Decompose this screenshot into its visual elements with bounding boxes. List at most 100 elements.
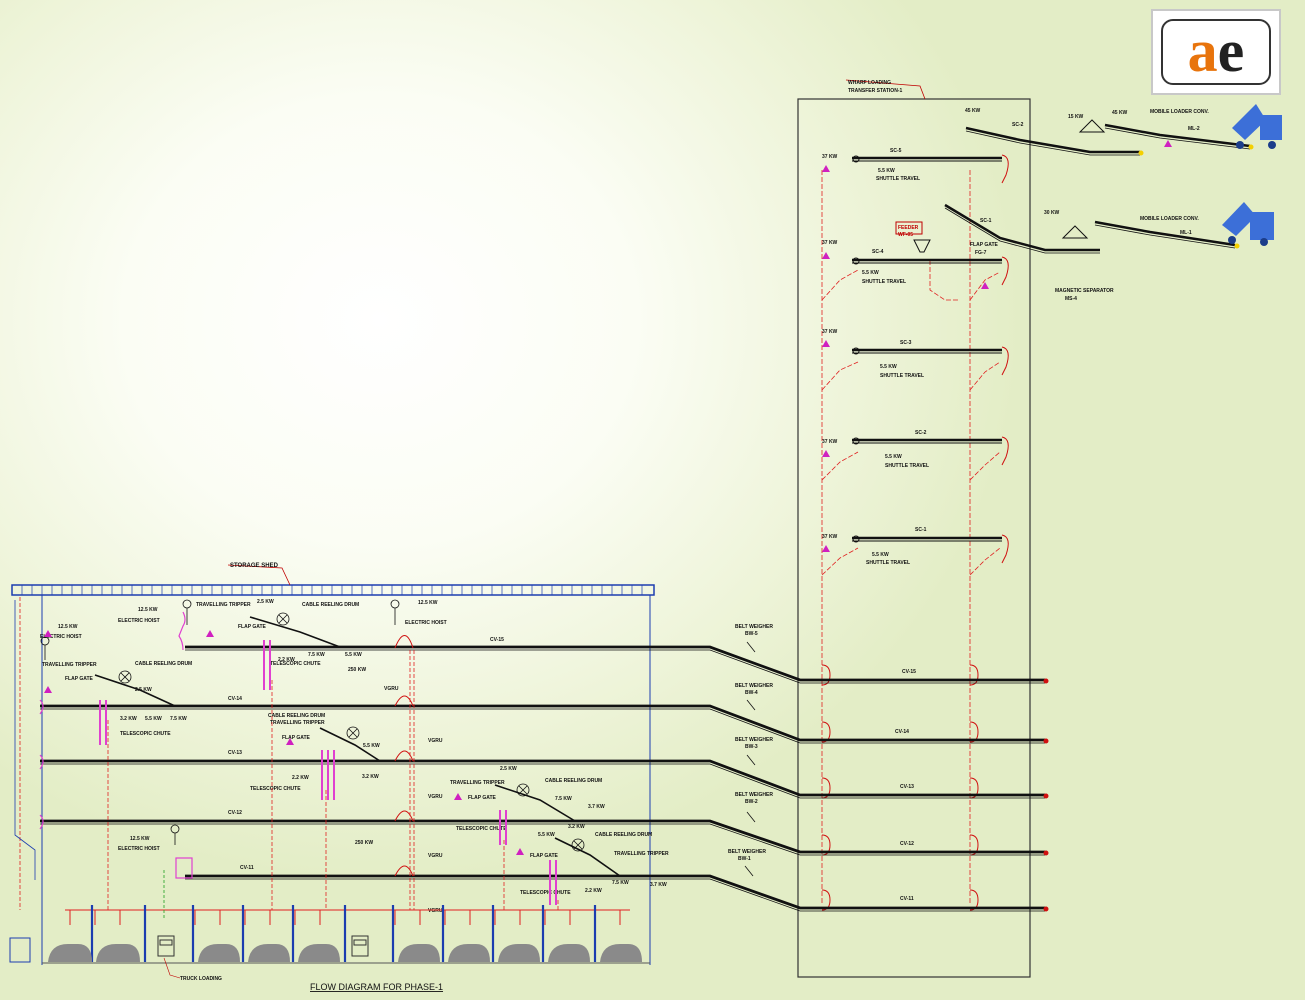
logo-letter-a: a [1187, 18, 1218, 84]
wharf-sc-upper: SC-2 [1012, 122, 1024, 128]
kw-label: 2.5 KW [135, 687, 152, 693]
wharf-kw-d: 30 KW [1044, 210, 1060, 216]
shuttle-conveyor: SC-1 5.5 KW SHUTTLE TRAVEL 37 KW [822, 527, 1009, 566]
cable-drum-label: CABLE REELING DRUM [545, 778, 602, 784]
truck-icon [157, 935, 175, 957]
truck-icon [1222, 202, 1274, 246]
vgru-label: VGRU [428, 908, 443, 914]
flap-gate-label: FLAP GATE [530, 853, 559, 859]
electric-hoist-label: ELECTRIC HOIST [40, 634, 82, 640]
tripper-label: TRAVELLING TRIPPER [196, 602, 251, 608]
kw-label: 5.5 KW [363, 743, 380, 749]
electric-hoist-label: ELECTRIC HOIST [118, 618, 160, 624]
flap-gate-label: FLAP GATE [282, 735, 311, 741]
sc-label: SC-2 [915, 430, 927, 436]
kw-label: 7.5 KW [555, 796, 572, 802]
kw-label: 3.2 KW [362, 774, 379, 780]
feeder-label: FEEDER [898, 225, 919, 231]
storage-shed: STORAGE SHED [11, 563, 655, 965]
flap-gate-id: FG-7 [975, 250, 987, 256]
telescopic-chute-label: TELESCOPIC CHUTE [270, 661, 321, 667]
company-logo: ae [1151, 9, 1281, 95]
kw-label: 250 KW [348, 667, 366, 673]
sc-travel: SHUTTLE TRAVEL [876, 176, 920, 182]
tripper-label: TRAVELLING TRIPPER [614, 851, 669, 857]
kw-label: 2.2 KW [585, 888, 602, 894]
conveyor-cv13: CV-13 CV-13 BELT WEIGHER BW-3 [40, 737, 1049, 799]
tripper-label: TRAVELLING TRIPPER [450, 780, 505, 786]
cable-drum-label: CABLE REELING DRUM [135, 661, 192, 667]
control-room [9, 937, 31, 963]
shuttle-conveyor: SC-2 5.5 KW SHUTTLE TRAVEL 37 KW [822, 430, 1009, 469]
vgru-label: VGRU [428, 794, 443, 800]
conveyor-label: CV-14 [228, 696, 242, 702]
kw-label: 7.5 KW [170, 716, 187, 722]
conveyor-label-wharf: CV-15 [902, 669, 916, 675]
sc-power: 5.5 KW [880, 364, 897, 370]
flap-gate-label: FLAP GATE [238, 624, 267, 630]
cable-drum-label: CABLE REELING DRUM [302, 602, 359, 608]
storage-shed-label: STORAGE SHED [230, 563, 279, 569]
tripper-label: TRAVELLING TRIPPER [270, 720, 325, 726]
sc-power: 5.5 KW [885, 454, 902, 460]
wharf-sc-lower: SC-1 [980, 218, 992, 224]
belt-weigher-label: BELT WEIGHER [735, 624, 773, 630]
shuttle-conveyor: SC-3 5.5 KW SHUTTLE TRAVEL 37 KW [822, 329, 1009, 379]
belt-weigher-label: BELT WEIGHER [735, 683, 773, 689]
kw-label: 12.5 KW [58, 624, 78, 630]
tripper-group [94, 616, 621, 877]
sc-power: 5.5 KW [862, 270, 879, 276]
belt-weigher-id: BW-3 [745, 744, 758, 750]
kw-label: 12.5 KW [130, 836, 150, 842]
feeder-id: WF-05 [898, 232, 913, 238]
kw-label: 5.5 KW [345, 652, 362, 658]
hoist-icon [40, 599, 400, 845]
sc-travel: SHUTTLE TRAVEL [862, 279, 906, 285]
telescopic-chute-label: TELESCOPIC CHUTE [456, 826, 507, 832]
logo-letter-e: e [1217, 18, 1245, 84]
discharge-loop-icon [394, 635, 414, 877]
discharge-arrows [69, 910, 621, 925]
sc-travel: SHUTTLE TRAVEL [880, 373, 924, 379]
shuttle-conveyor: SC-5 5.5 KW SHUTTLE TRAVEL 37 KW [822, 148, 1009, 184]
wharf-kw-b: 15 KW [1068, 114, 1084, 120]
cable-drum-label: CABLE REELING DRUM [268, 713, 325, 719]
electric-hoist-label: ELECTRIC HOIST [118, 846, 160, 852]
kw-label: 12.5 KW [138, 607, 158, 613]
conveyor-label-wharf: CV-12 [900, 841, 914, 847]
shed-labels: TRAVELLING TRIPPER CABLE REELING DRUM FL… [40, 599, 669, 914]
belt-weigher-label: BELT WEIGHER [735, 737, 773, 743]
kw-label: 5.5 KW [145, 716, 162, 722]
conveyor-cv12: CV-12 CV-12 BELT WEIGHER BW-2 [40, 792, 1049, 856]
sc-label: SC-5 [890, 148, 902, 154]
kw-label: 3.2 KW [120, 716, 137, 722]
vgru-label: VGRU [384, 686, 399, 692]
wharf-label-line2: TRANSFER STATION-1 [848, 88, 902, 94]
sc-power: 5.5 KW [872, 552, 889, 558]
sc-label: SC-4 [872, 249, 884, 255]
loader-lower-id: ML-1 [1180, 230, 1192, 236]
mag-sep-label: MAGNETIC SEPARATOR [1055, 288, 1114, 294]
conveyor-cv15: CV-15 CV-15 BELT WEIGHER BW-5 [185, 624, 1049, 684]
vgru-label: VGRU [428, 738, 443, 744]
stockpile-icon [48, 944, 642, 962]
belt-weigher-id: BW-5 [745, 631, 758, 637]
kw-label: 7.5 KW [308, 652, 325, 658]
wharf-kw-a: 45 KW [965, 108, 981, 114]
wharf-transfer-station: WHARF LOADING TRANSFER STATION-1 [797, 79, 1031, 978]
kw-label: 12.5 KW [418, 600, 438, 606]
telescopic-chute-label: TELESCOPIC CHUTE [250, 786, 301, 792]
kw-label: 3.7 KW [588, 804, 605, 810]
belt-weigher-label: BELT WEIGHER [735, 792, 773, 798]
chute-icon [39, 611, 193, 879]
kw-label: 7.5 KW [612, 880, 629, 886]
belt-weigher-id: BW-2 [745, 799, 758, 805]
conveyor-label-wharf: CV-13 [900, 784, 914, 790]
warning-triangle-icon [44, 630, 524, 855]
flap-gate-label: FLAP GATE [970, 242, 999, 248]
wharf-label-line1: WHARF LOADING [848, 80, 891, 86]
sc-travel: SHUTTLE TRAVEL [885, 463, 929, 469]
wharf-kw-c: 45 KW [1112, 110, 1128, 116]
cable-drum-label: CABLE REELING DRUM [595, 832, 652, 838]
